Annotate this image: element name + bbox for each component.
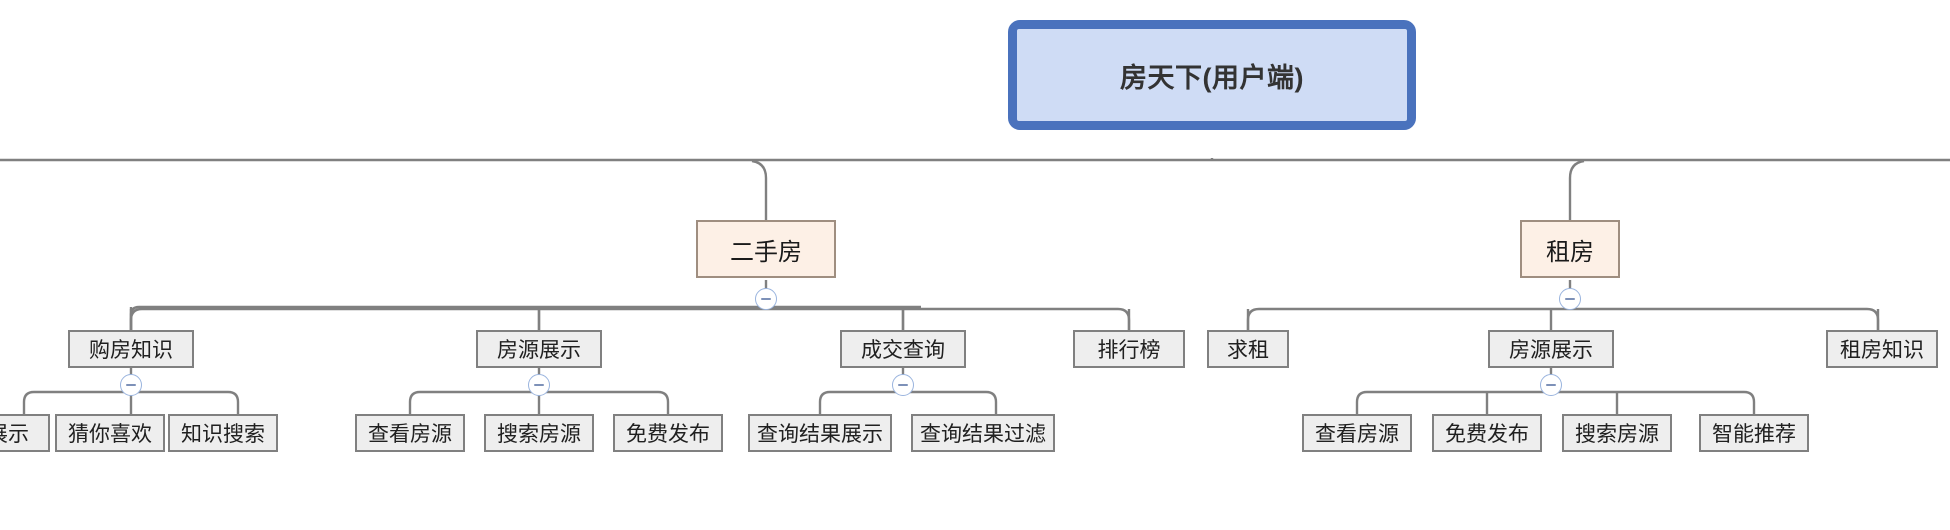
node-zu-fang-zhi-shi[interactable]: 租房知识 <box>1826 330 1938 368</box>
collapse-toggle-fang-yuan-zhan-shi-zufang[interactable] <box>1540 374 1562 396</box>
node-pai-hang-bang[interactable]: 排行榜 <box>1073 330 1185 368</box>
node-zhi-shi-sou-suo[interactable]: 知识搜索 <box>168 414 278 452</box>
node-chakan-fangyuan-zufang[interactable]: 查看房源 <box>1302 414 1412 452</box>
node-root[interactable]: 房天下(用户端) <box>1015 27 1409 123</box>
node-gou-fang-zhi-shi[interactable]: 购房知识 <box>68 330 194 368</box>
node-zufang[interactable]: 租房 <box>1520 220 1620 278</box>
node-fang-yuan-zhan-shi-zufang[interactable]: 房源展示 <box>1488 330 1614 368</box>
node-mianfei-fabu-ershou[interactable]: 免费发布 <box>613 414 723 452</box>
node-cheng-jiao-cha-xun[interactable]: 成交查询 <box>840 330 966 368</box>
node-fang-yuan-zhan-shi-ershou[interactable]: 房源展示 <box>476 330 602 368</box>
node-qiu-zu[interactable]: 求租 <box>1207 330 1289 368</box>
minus-circle-icon <box>898 384 908 386</box>
minus-circle-icon <box>126 384 136 386</box>
minus-circle-icon <box>1565 298 1575 300</box>
node-chaxun-jieguo-zhanshi[interactable]: 查询结果展示 <box>748 414 892 452</box>
collapse-toggle-cheng-jiao-cha-xun[interactable] <box>892 374 914 396</box>
collapse-toggle-fang-yuan-zhan-shi-ershou[interactable] <box>528 374 550 396</box>
node-chaxun-jieguo-guolv[interactable]: 查询结果过滤 <box>911 414 1055 452</box>
collapse-toggle-zufang[interactable] <box>1559 288 1581 310</box>
node-zhineng-tuijian[interactable]: 智能推荐 <box>1699 414 1809 452</box>
collapse-toggle-ershoufang[interactable] <box>755 288 777 310</box>
node-cai-ni-xi-huan[interactable]: 猜你喜欢 <box>55 414 165 452</box>
node-sousuo-fangyuan-ershou[interactable]: 搜索房源 <box>484 414 594 452</box>
node-zhan-shi[interactable]: 展示 <box>0 414 50 452</box>
minus-circle-icon <box>1546 384 1556 386</box>
node-mianfei-fabu-zufang[interactable]: 免费发布 <box>1432 414 1542 452</box>
minus-circle-icon <box>761 298 771 300</box>
node-ershoufang[interactable]: 二手房 <box>696 220 836 278</box>
node-chakan-fangyuan-ershou[interactable]: 查看房源 <box>355 414 465 452</box>
node-sousuo-fangyuan-zufang[interactable]: 搜索房源 <box>1562 414 1672 452</box>
collapse-toggle-gou-fang-zhi-shi[interactable] <box>120 374 142 396</box>
minus-circle-icon <box>534 384 544 386</box>
